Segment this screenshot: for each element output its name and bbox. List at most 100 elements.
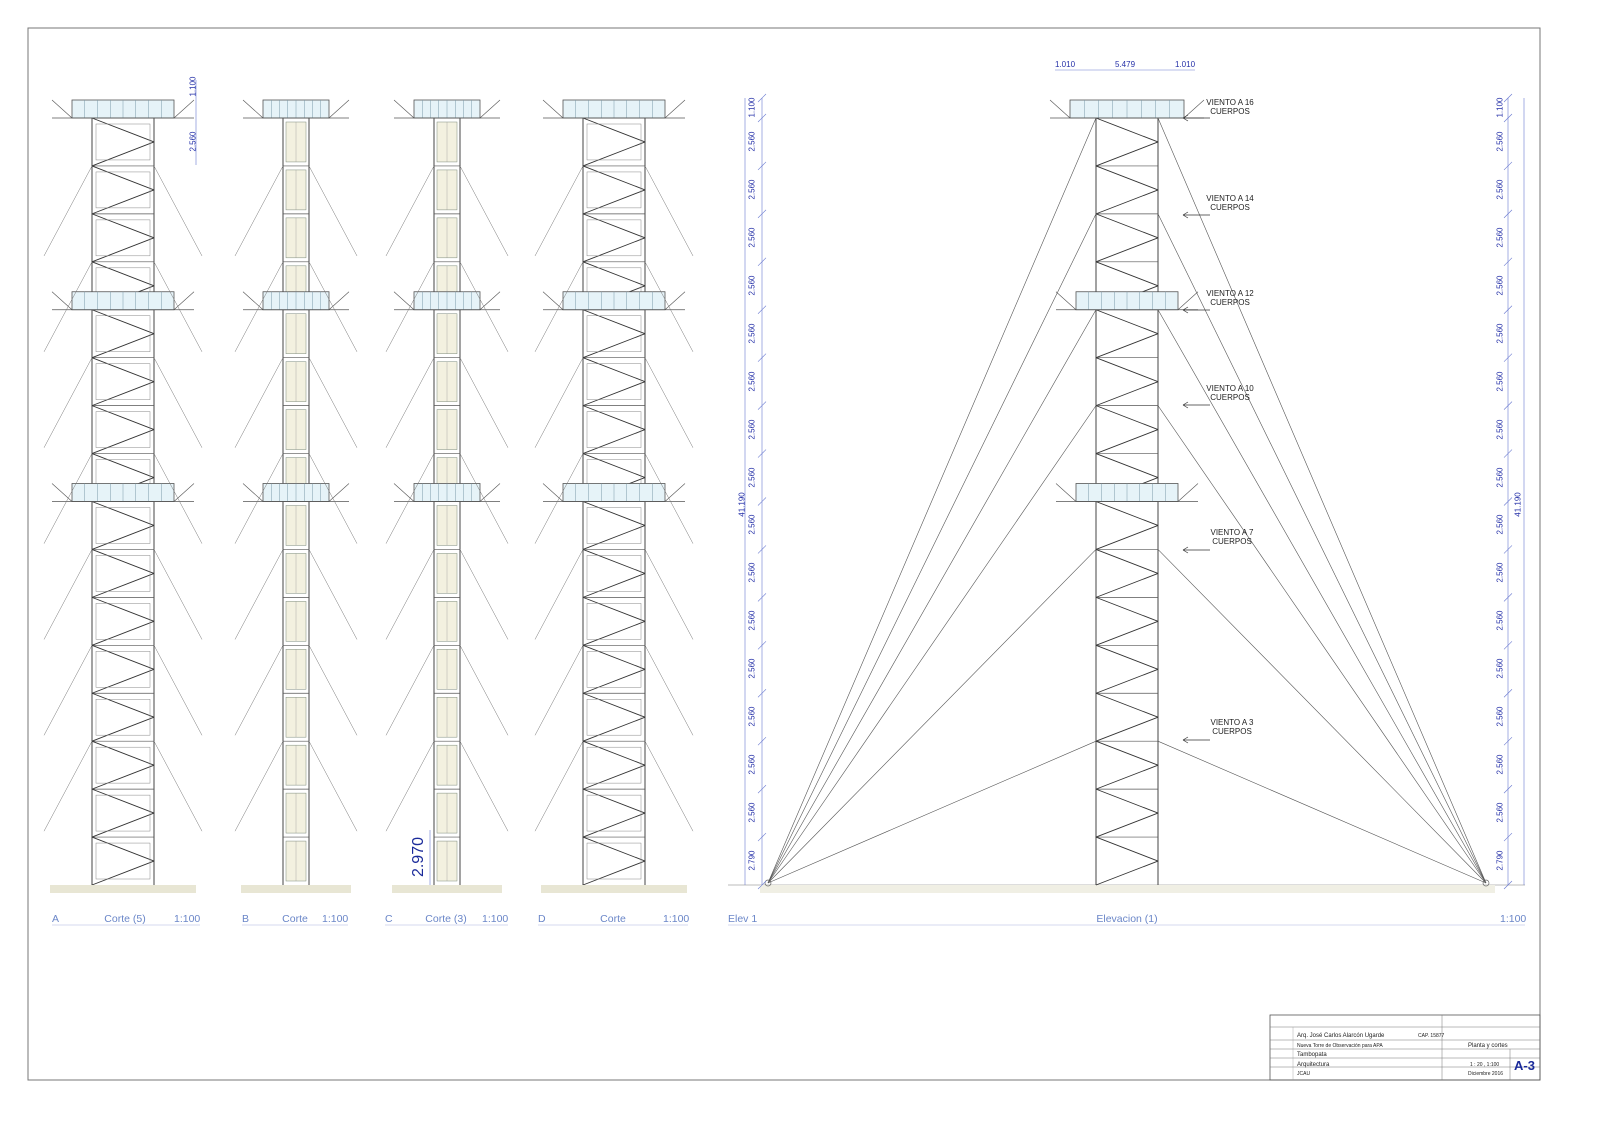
level-dim: 2.560	[747, 131, 757, 152]
level-dim: 2.560	[747, 227, 757, 248]
elev-top-dim-left: 1.010	[1055, 60, 1076, 69]
level-dim: 2.560	[1495, 802, 1505, 823]
level-dim: 2.560	[1495, 419, 1505, 440]
level-dim: 2.560	[747, 706, 757, 727]
level-dim: 2.560	[747, 514, 757, 535]
guy-cable-left	[767, 309, 1097, 884]
level-dim: 2.560	[747, 467, 757, 488]
level-dim: 2.560	[1495, 467, 1505, 488]
level-dim: 1.100	[1495, 97, 1505, 118]
tb-location: Tambopata	[1297, 1052, 1327, 1058]
level-dim: 2.560	[1495, 323, 1505, 344]
level-dim: 2.560	[747, 275, 757, 296]
level-dim: 2.560	[1495, 227, 1505, 248]
elevation-scale: 1:100	[1500, 913, 1527, 925]
section-a-scale: 1:100	[174, 913, 201, 925]
guy-cable-right	[1157, 405, 1487, 884]
ground-strip	[760, 885, 1495, 893]
tb-architect: Arq. José Carlos Alarcón Ugarde	[1297, 1033, 1385, 1039]
anchor-0	[764, 879, 772, 887]
section-a-letter: A	[52, 913, 60, 925]
tower-c	[385, 99, 509, 893]
level-dim: 2.790	[747, 850, 757, 871]
elevation-name: Elevacion (1)	[1096, 913, 1158, 925]
level-dim: 2.560	[747, 754, 757, 775]
guy-cable-left	[767, 405, 1097, 884]
guy-cable-right	[1157, 117, 1487, 884]
tower-b	[234, 99, 358, 893]
level-dim: 2.560	[1495, 514, 1505, 535]
anchor-1	[1482, 879, 1490, 887]
level-dim: 2.560	[1495, 131, 1505, 152]
ground	[241, 885, 351, 893]
section-b-letter: B	[242, 913, 250, 925]
elev-top-dim-right: 1.010	[1175, 60, 1196, 69]
level-dim: 2.560	[1495, 275, 1505, 296]
elev-total-height-left: 41.190	[737, 492, 747, 517]
guy-cable-right	[1157, 740, 1487, 884]
tb-scale: 1 : 20 , 1:100	[1470, 1062, 1500, 1068]
section-a-dim-second: 2.560	[188, 131, 198, 152]
elev-top-dim-mid: 5.479	[1115, 60, 1136, 69]
section-b-name: Corte	[282, 913, 308, 925]
level-dim: 2.560	[747, 419, 757, 440]
level-dim: 2.560	[1495, 610, 1505, 631]
tb-sheet-code: A-3	[1514, 1058, 1535, 1073]
tb-cap: CAP. 15877	[1418, 1033, 1445, 1039]
section-c-scale: 1:100	[482, 913, 509, 925]
section-d-scale: 1:100	[663, 913, 690, 925]
level-dim: 2.560	[747, 802, 757, 823]
section-a-dim-top: 1.100	[188, 76, 198, 97]
level-dim: 2.560	[1495, 371, 1505, 392]
guy-cable-left	[767, 549, 1097, 884]
tower-a	[43, 99, 203, 893]
section-d-name: Corte	[600, 913, 626, 925]
guy-cable-left	[767, 117, 1097, 884]
level-dim: 2.560	[747, 371, 757, 392]
section-c-letter: C	[385, 913, 393, 925]
ground	[541, 885, 687, 893]
elev-total-height-right: 41.190	[1513, 492, 1523, 517]
level-dim: 2.560	[747, 323, 757, 344]
title-block-frame	[1269, 1014, 1541, 1081]
guy-cable-left	[767, 213, 1097, 884]
level-dim: 2.790	[1495, 850, 1505, 871]
level-dim: 2.560	[747, 179, 757, 200]
section-b-scale: 1:100	[322, 913, 349, 925]
sheet-border	[27, 27, 1541, 1081]
level-dim: 2.560	[747, 658, 757, 679]
guy-cable-right	[1157, 309, 1487, 884]
level-dim: 2.560	[747, 610, 757, 631]
guy-cable-right	[1157, 549, 1487, 884]
title-block-grid	[1269, 1014, 1541, 1081]
elevation-tower	[728, 99, 1525, 893]
guy-cable-left	[767, 740, 1097, 884]
section-d-letter: D	[538, 913, 546, 925]
level-dim: 2.560	[1495, 706, 1505, 727]
tower-d	[534, 99, 694, 893]
tb-sheet-title: Planta y cortes	[1468, 1043, 1508, 1049]
elevation-letter: Elev 1	[728, 913, 758, 925]
dimension-lines	[52, 69, 1525, 926]
tb-specialty: Arquitectura	[1297, 1062, 1330, 1068]
tower-sections	[43, 99, 694, 893]
level-dim: 2.560	[747, 562, 757, 583]
level-dim: 2.560	[1495, 562, 1505, 583]
ground	[50, 885, 196, 893]
section-c-name: Corte (3)	[425, 913, 467, 925]
section-a-name: Corte (5)	[104, 913, 146, 925]
level-dim: 2.560	[1495, 754, 1505, 775]
level-dim: 2.560	[1495, 179, 1505, 200]
ground	[392, 885, 502, 893]
tower-elevation	[728, 99, 1525, 893]
section-c-big-dimension: 2.970	[410, 836, 427, 878]
guy-cable-right	[1157, 213, 1487, 884]
tb-project: Nueva Torre de Observación para APA	[1297, 1043, 1383, 1049]
